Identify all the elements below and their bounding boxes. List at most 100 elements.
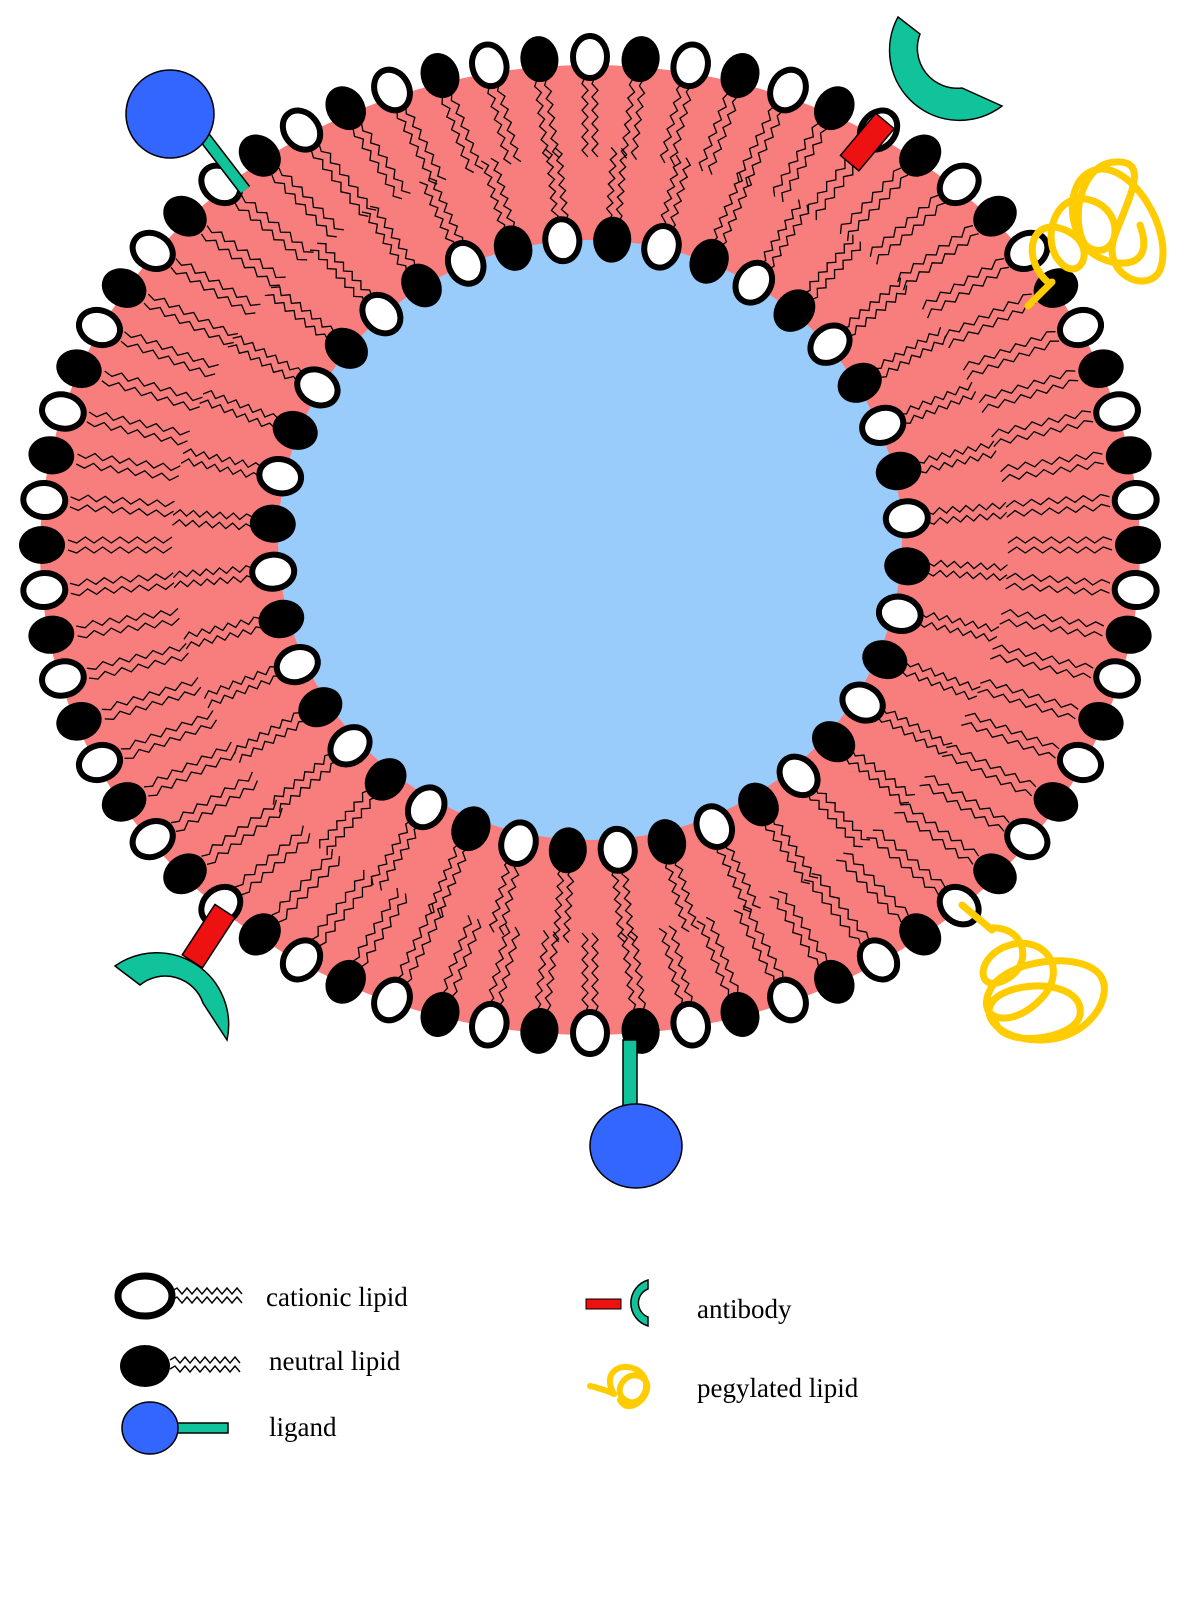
lipid-tail xyxy=(451,918,482,998)
lipid-tail xyxy=(544,931,560,1012)
lipid-tail xyxy=(172,518,253,531)
inner-neutral-lipid-head xyxy=(773,289,816,332)
outer-cationic-lipid-head xyxy=(371,976,413,1024)
lipid-tail xyxy=(271,848,334,916)
lipid-tail xyxy=(206,807,283,866)
outer-neutral-lipid-head xyxy=(720,991,760,1037)
lipid-tail xyxy=(201,799,278,857)
lipid-tail xyxy=(993,420,1094,448)
legend-antibody: antibody xyxy=(697,1294,792,1324)
lipid-tail xyxy=(498,926,521,1007)
lipid-tail xyxy=(436,847,469,918)
lipid-tail xyxy=(977,688,1076,720)
lipid-tail xyxy=(901,670,978,701)
lipid-tail xyxy=(922,257,1005,310)
lipid-tail xyxy=(843,852,909,916)
inner-neutral-lipid-head xyxy=(451,806,491,852)
lipid-tail xyxy=(124,331,219,368)
lipid-tail xyxy=(1001,461,1104,483)
inner-neutral-lipid-head xyxy=(689,238,729,284)
lipid-tail xyxy=(175,258,261,307)
lipid-tail xyxy=(199,399,276,429)
lipid-tail xyxy=(67,536,173,544)
lipid-tail xyxy=(964,712,1060,750)
outer-cationic-lipid-head xyxy=(1093,658,1141,699)
lipid-tail xyxy=(620,78,636,159)
lipid-tail xyxy=(202,389,279,420)
lipid-tail xyxy=(143,302,234,346)
outer-cationic-lipid-head xyxy=(767,66,809,114)
lipid-tail xyxy=(591,932,599,1014)
outer-neutral-lipid-head xyxy=(101,268,147,308)
lipid-tail xyxy=(361,211,408,273)
outer-neutral-lipid-head xyxy=(520,36,559,83)
outer-cationic-lipid-head xyxy=(469,1000,510,1049)
lipid-tail xyxy=(881,707,953,746)
lipid-tail xyxy=(101,380,200,411)
lipid-tail xyxy=(615,147,628,223)
lipid-tail xyxy=(543,78,560,159)
outer-cationic-lipid-head xyxy=(1056,306,1105,349)
lipid-tail xyxy=(669,85,692,166)
lipid-tail xyxy=(88,411,190,436)
lipid-tail xyxy=(611,868,625,943)
outer-cationic-lipid-head xyxy=(39,658,87,699)
pegylated-lipid-bottom-right xyxy=(958,901,1108,1044)
lipid-tail xyxy=(659,83,682,164)
lipid-tail xyxy=(352,128,403,200)
lipid-tail xyxy=(172,508,254,521)
legend-pegylated-lipid: pegylated lipid xyxy=(697,1373,859,1403)
outer-neutral-lipid-head xyxy=(973,853,1017,895)
lipid-tail xyxy=(707,96,738,175)
outer-neutral-lipid-head xyxy=(420,991,460,1037)
lipid-tail xyxy=(777,890,828,962)
lipid-tail xyxy=(232,335,304,374)
lipid-tail xyxy=(555,147,569,222)
outer-cationic-lipid-head xyxy=(1004,818,1051,861)
lipid-tail xyxy=(326,796,377,856)
lipid-tail xyxy=(405,907,444,985)
lipid-tail xyxy=(427,843,460,914)
lipid-tail xyxy=(803,234,854,294)
lipid-tail xyxy=(807,793,863,848)
lipid-tail xyxy=(926,511,1008,525)
lipid-tail xyxy=(841,277,902,329)
lipid-tail xyxy=(927,559,1008,572)
inner-cationic-lipid-head xyxy=(882,498,931,539)
lipid-tail xyxy=(104,370,203,402)
lipid-tail xyxy=(480,160,506,232)
lipid-tail xyxy=(76,607,179,629)
outer-neutral-lipid-head xyxy=(238,913,281,956)
lipid-tail xyxy=(980,679,1079,710)
legend-cationic-lipid: cationic lipid xyxy=(266,1282,408,1312)
outer-neutral-lipid-head xyxy=(814,86,855,131)
inner-neutral-lipid-head xyxy=(862,640,908,680)
outer-neutral-lipid-head xyxy=(1078,349,1124,389)
outer-cationic-lipid-head xyxy=(1111,569,1160,611)
legend-pegylated-lipid-icon xyxy=(587,1364,651,1410)
aqueous-core xyxy=(278,240,902,840)
inner-neutral-lipid-head xyxy=(258,599,305,639)
legend-neutral-lipid: neutral lipid xyxy=(269,1346,401,1376)
outer-neutral-lipid-head xyxy=(899,134,942,177)
lipid-tail xyxy=(185,626,264,650)
lipid-tail xyxy=(86,421,188,446)
lipid-tail xyxy=(278,855,341,923)
lipid-tail xyxy=(369,205,416,268)
lipid-tail xyxy=(419,181,455,249)
lipid-tail xyxy=(241,833,311,896)
lipid-tail xyxy=(920,612,1000,633)
lipid-tail xyxy=(902,233,979,291)
outer-neutral-lipid-head xyxy=(1078,701,1124,741)
lipid-tail xyxy=(487,85,512,165)
inner-cationic-lipid-head xyxy=(444,239,487,287)
lipid-tail xyxy=(924,775,1010,824)
lipid-tail xyxy=(271,174,337,238)
lipid-tail xyxy=(846,174,909,242)
inner-cationic-lipid-head xyxy=(498,819,539,867)
lipid-tail xyxy=(352,887,399,962)
legend: cationic lipid neutral lipid ligand anti… xyxy=(114,1272,859,1455)
lipid-tail xyxy=(698,92,729,172)
outer-cationic-lipid-head xyxy=(279,107,324,153)
